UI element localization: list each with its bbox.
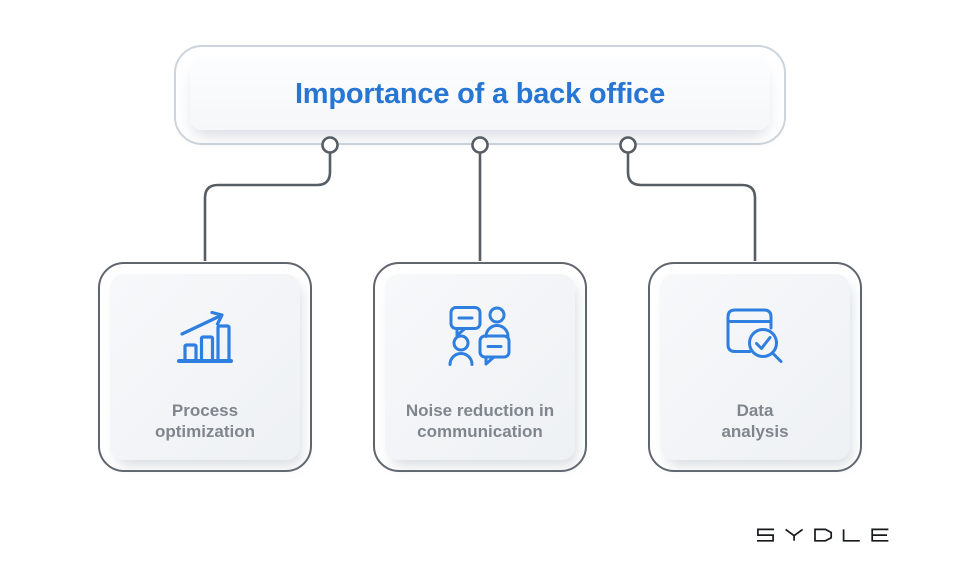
- growth-bar-chart-icon: [173, 304, 237, 368]
- card-panel: Data analysis: [660, 274, 850, 460]
- card-label: Process optimization: [154, 401, 256, 442]
- card-noise-reduction: Noise reduction in communication: [373, 262, 587, 472]
- page-title: Importance of a back office: [294, 77, 666, 110]
- card-process-optimization: Process optimization: [98, 262, 312, 472]
- data-table-search-check-icon: [723, 304, 787, 368]
- sydle-logo-lettering: [757, 528, 889, 542]
- card-data-analysis: Data analysis: [648, 262, 862, 472]
- connector-right: [626, 152, 757, 261]
- card-label: Noise reduction in communication: [405, 401, 555, 442]
- sydle-logo: SYDLE: [757, 526, 889, 544]
- connector-left: [203, 152, 332, 261]
- card-panel: Noise reduction in communication: [385, 274, 575, 460]
- header-card: Importance of a back office: [174, 45, 786, 145]
- card-panel: Process optimization: [110, 274, 300, 460]
- people-conversation-icon: [448, 304, 512, 368]
- card-label: Data analysis: [721, 401, 789, 442]
- header-card-panel: Importance of a back office: [190, 58, 770, 130]
